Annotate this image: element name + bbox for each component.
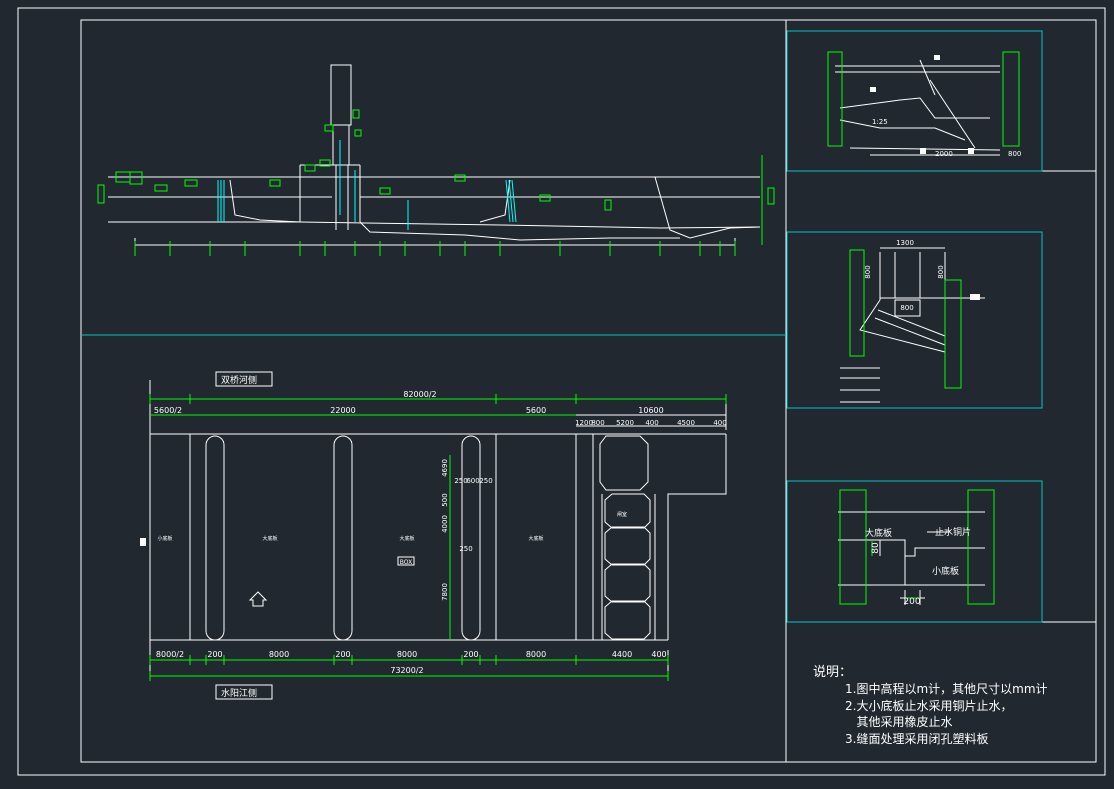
section-green-marks xyxy=(97,109,775,245)
notes-item-4: 3.缝面处理采用闭孔塑料板 xyxy=(845,731,988,746)
plan-dim-top-4: 10600 xyxy=(638,406,663,415)
detail-mid-dim-3: 800 xyxy=(937,265,945,278)
plan-dim-bottom-4: 200 xyxy=(335,650,350,659)
section-dimension-ticks xyxy=(134,241,736,256)
plan-dimension-ticks xyxy=(149,394,727,681)
plan-dim-small-4: 400 xyxy=(645,419,658,427)
detail-joint-green xyxy=(839,489,995,605)
plan-dim-side-3: 600 xyxy=(466,477,479,485)
plan-room-label-5: 闸室 xyxy=(617,511,627,518)
detail-mid-marker xyxy=(970,294,980,300)
notes-item-3: 其他采用橡皮止水 xyxy=(845,715,952,729)
detail-mid-dim-1: 1300 xyxy=(896,239,914,247)
plan-dim-small-3: 5200 xyxy=(616,419,634,427)
plan-view xyxy=(149,380,727,680)
plan-dim-bottom-7: 8000 xyxy=(526,650,546,659)
side-marker xyxy=(140,538,146,546)
plan-dim-side-4: 250 xyxy=(479,477,492,485)
detail-frame-joint xyxy=(786,480,1043,623)
box-marker xyxy=(397,556,415,566)
joint-dim-vertical: 80 xyxy=(871,542,881,554)
detail-joint-drawing xyxy=(838,511,985,605)
section-cyan-marks xyxy=(217,140,517,230)
sheet-border xyxy=(17,7,1106,776)
plan-dim-overall-bottom: 73200/2 xyxy=(390,666,423,675)
plan-label-bottom: 水阳江侧 xyxy=(221,687,257,699)
notes-item-1: 1.图中高程以m计，其他尺寸以mm计 xyxy=(845,681,1048,696)
plan-dim-small-1: 1200 xyxy=(575,419,593,427)
plan-dim-side-7: 250 xyxy=(459,545,472,553)
plan-dim-bottom-3: 8000 xyxy=(269,650,289,659)
plan-green-marks xyxy=(150,398,726,677)
detail-mid-dim-4: 800 xyxy=(900,304,913,312)
detail-mid-dim-2: 800 xyxy=(864,265,872,278)
plan-room-label-1: 小底板 xyxy=(157,535,172,542)
plan-dim-small-5: 4500 xyxy=(677,419,695,427)
joint-label-copper: 止水铜片 xyxy=(935,526,971,538)
plan-dim-side-6: 500 xyxy=(441,493,449,506)
plan-room-label-4: 大底板 xyxy=(528,535,543,542)
plan-dim-side-1: 4690 xyxy=(441,459,449,477)
plan-label-top: 双桥河侧 xyxy=(221,374,257,386)
detail-top-green xyxy=(827,51,1020,147)
plan-dim-top-2: 22000 xyxy=(330,406,355,415)
joint-label-big: 大底板 xyxy=(865,527,892,539)
plan-dim-bottom-9: 400 xyxy=(651,650,666,659)
longitudinal-section xyxy=(108,64,761,252)
plan-dim-bottom-1: 8000/2 xyxy=(156,650,184,659)
plan-dim-small-6: 400 xyxy=(713,419,726,427)
plan-dim-top-1: 5600/2 xyxy=(154,406,182,415)
plan-dim-side-5: 4000 xyxy=(441,515,449,533)
plan-dim-overall-top: 82000/2 xyxy=(403,390,436,399)
drawing-frame xyxy=(80,19,1097,763)
joint-label-small: 小底板 xyxy=(932,565,959,577)
plan-dim-bottom-8: 4400 xyxy=(612,650,632,659)
plan-label-box-bottom xyxy=(215,684,273,700)
detail-top-drawing xyxy=(835,59,1001,156)
detail-frame-mid xyxy=(786,231,1043,409)
detail-top-fills xyxy=(870,55,974,154)
detail-frame-top xyxy=(786,30,1043,172)
plan-dim-small-2: 800 xyxy=(591,419,604,427)
plan-dim-side-8: 7800 xyxy=(441,583,449,601)
plan-room-label-2: 大底板 xyxy=(262,535,277,542)
plan-label-box-top xyxy=(215,371,273,387)
detail-mid-drawing xyxy=(840,247,985,403)
notes-title: 说明： xyxy=(813,665,852,680)
plan-dim-side-2: 250 xyxy=(454,477,467,485)
detail-mid-green xyxy=(849,249,962,389)
notes-item-2: 2.大小底板止水采用铜片止水， xyxy=(845,698,1012,713)
joint-dim-horizontal: 200 xyxy=(903,597,920,607)
plan-dim-top-3: 5600 xyxy=(526,406,546,415)
detail-top-label-3: 800 xyxy=(1008,150,1021,158)
plan-dim-bottom-5: 8000 xyxy=(397,650,417,659)
detail-top-label-2: 1:25 xyxy=(872,118,888,126)
plan-box-label: BOX xyxy=(400,559,412,566)
plan-dim-bottom-6: 200 xyxy=(463,650,478,659)
plan-room-label-3: 大底板 xyxy=(399,535,414,542)
plan-dim-bottom-2: 200 xyxy=(207,650,222,659)
detail-top-label-1: 2000 xyxy=(935,150,953,158)
